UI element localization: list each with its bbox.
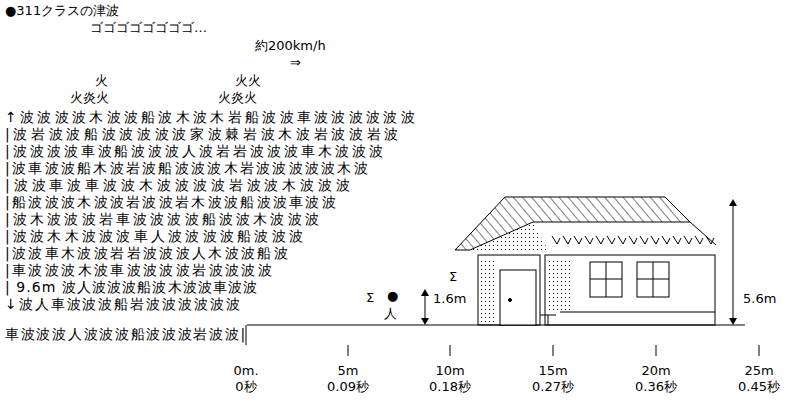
scale-tick <box>348 345 349 356</box>
wave-row: |波車波波船木波岩波船波波波木岩波波波波波木波 <box>5 161 370 175</box>
distance-label: 25m <box>744 364 773 377</box>
fire-symbol: 火炎火 <box>218 91 257 104</box>
arrow-symbol: ⇒ <box>290 56 301 69</box>
speed-label: 約200km/h <box>255 39 326 52</box>
fire-symbol: 火 <box>95 74 108 87</box>
wave-row: |波波波波車波船波波波人波岩岩波波波車木波波波 <box>5 144 386 158</box>
wave-row: |波波木木波波波車人波波波波船波波波 <box>5 229 306 243</box>
distance-label: 20m <box>641 364 670 377</box>
time-label: 0.36秒 <box>635 380 677 393</box>
wave-row: |船波波波木波波岩波波岩木波波船波波車波波 <box>5 195 338 209</box>
eave-stroke <box>563 236 571 244</box>
eave-stroke <box>552 236 560 244</box>
wave-row: |車波波波木波車波波波波岩波波波波 <box>5 263 274 277</box>
eave-stroke <box>596 236 604 244</box>
shock-mark: Σ <box>366 291 374 304</box>
fire-symbol: 火炎火 <box>70 91 109 104</box>
wave-row: | 9.6m 波人波波波船波木波波車波波 <box>5 280 258 294</box>
sound-effect: ゴゴゴゴゴゴゴゴ… <box>90 21 207 34</box>
eave-stroke <box>640 236 648 244</box>
dimension-arrows <box>421 199 737 325</box>
wave-row: |波波車木波波岩岩波波波人木波波船波 <box>5 246 290 260</box>
eave-stroke <box>662 236 670 244</box>
dimension-label: 1.6m <box>433 292 466 305</box>
time-label: 0.45秒 <box>738 380 780 393</box>
distance-label: 15m <box>538 364 567 377</box>
wave-row: |波木波波波岩車波波波波船波波木波波波 <box>5 212 322 226</box>
wave-row: ↓波人車波波波船岩波波波波波波 <box>5 297 242 311</box>
person-body: 人 <box>384 307 397 320</box>
eave-stroke <box>607 236 615 244</box>
eave-stroke <box>585 236 593 244</box>
eave-stroke <box>618 236 626 244</box>
scale-tick <box>759 345 760 356</box>
dimension-label: 5.6m <box>743 292 776 305</box>
eave-stroke <box>574 236 582 244</box>
scale-tick <box>553 345 554 356</box>
eave-stroke <box>706 236 714 244</box>
distance-label: 0m. <box>233 364 258 377</box>
shock-mark: Σ <box>449 270 457 283</box>
fire-symbol: 火火 <box>235 74 261 87</box>
person-head: ● <box>387 289 398 302</box>
eave-stroke <box>673 236 681 244</box>
distance-label: 5m <box>338 364 359 377</box>
house-drawing <box>455 197 716 325</box>
scale-tick <box>656 345 657 356</box>
time-label: 0.09秒 <box>327 380 369 393</box>
wave-row: ↑波波波波木波波船波木波木岩船波波車波波波波波波 <box>5 110 418 124</box>
eave-stroke <box>695 236 703 244</box>
scale-tick <box>450 345 451 356</box>
scale-ticks <box>348 345 759 356</box>
distance-label: 10m <box>435 364 464 377</box>
eave-stroke <box>684 236 692 244</box>
eave-stroke <box>629 236 637 244</box>
time-label: 0.18秒 <box>429 380 471 393</box>
eave-stroke <box>651 236 659 244</box>
time-label: 0.27秒 <box>532 380 574 393</box>
wave-row: 車波波波人波波波船波波波岩波波| <box>5 327 247 341</box>
title: ●311クラスの津波 <box>5 4 119 17</box>
time-label: 0秒 <box>235 380 256 393</box>
wave-row: |波岩波波船波波波波波家波棘岩波木波岩波波岩波 <box>5 127 402 141</box>
wave-row: |波波車波車波波木波波波波岩波波木波波波 <box>5 178 354 192</box>
